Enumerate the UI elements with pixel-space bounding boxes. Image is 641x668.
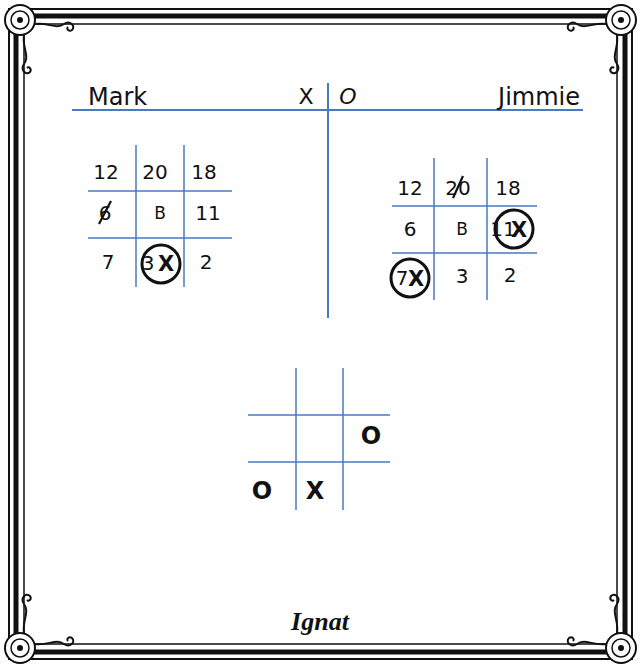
grid-number: 12 xyxy=(397,178,422,198)
board-line xyxy=(342,368,344,510)
grid-number: 7 xyxy=(102,252,115,272)
grid-number: 6 xyxy=(99,203,112,223)
ornament-scroll xyxy=(23,23,74,74)
grid-number: B xyxy=(456,221,468,238)
ornament-dot xyxy=(618,17,624,23)
grid-line xyxy=(88,190,232,192)
frame-outer xyxy=(9,9,632,659)
jimmie-grid xyxy=(392,158,537,300)
grid-number: 11 xyxy=(195,203,220,223)
ornament-ring xyxy=(5,5,35,35)
grid-number: 18 xyxy=(495,178,520,198)
claim-mark: X xyxy=(511,220,527,241)
ornament-ring xyxy=(11,11,29,29)
board-mark: O xyxy=(361,424,381,448)
corner-ornament xyxy=(5,595,73,663)
grid-number: B xyxy=(154,205,166,222)
board-mark: X xyxy=(306,479,325,503)
ornament-scroll xyxy=(568,23,619,74)
ornament-dot xyxy=(618,645,624,651)
player-mark: O xyxy=(339,86,356,108)
board-mark: O xyxy=(252,479,272,503)
grid-line xyxy=(88,237,232,239)
grid-number: 3 xyxy=(142,253,155,273)
ornament-ring xyxy=(606,633,636,663)
grid-line xyxy=(433,158,435,300)
board-line xyxy=(295,368,297,510)
grid-line xyxy=(392,252,537,254)
grid-number: 7 xyxy=(396,268,409,288)
board-line xyxy=(248,414,390,416)
claim-circle xyxy=(142,245,180,283)
ornament-ring xyxy=(612,639,630,657)
grid-number: 3 xyxy=(456,266,469,286)
grid-number: 18 xyxy=(191,162,216,182)
divider-line xyxy=(327,83,329,318)
grid-number: 2 xyxy=(504,265,517,285)
strike-slash xyxy=(99,201,111,224)
corner-ornament xyxy=(568,595,636,663)
main-board xyxy=(248,368,390,510)
ornament-ring xyxy=(5,633,35,663)
strike-marks xyxy=(99,176,533,297)
ornament-dot xyxy=(17,645,23,651)
ornament-ring xyxy=(606,5,636,35)
frame-thick xyxy=(16,16,625,652)
grid-number: 20 xyxy=(445,178,470,198)
grid-line xyxy=(486,158,488,300)
player-mark: X xyxy=(298,86,313,108)
ornament-scroll xyxy=(568,595,619,646)
claim-circle xyxy=(391,259,429,297)
ornament-scroll xyxy=(23,595,74,646)
mark-grid xyxy=(88,145,232,287)
ornament-ring xyxy=(11,639,29,657)
ornament-ring xyxy=(612,11,630,29)
player-name: Mark xyxy=(88,85,147,109)
grid-line xyxy=(135,145,137,287)
corner-ornament xyxy=(568,5,636,73)
grid-number: 20 xyxy=(142,162,167,182)
corner-ornaments xyxy=(5,5,636,663)
player-name: Jimmie xyxy=(498,85,580,109)
claim-mark: X xyxy=(158,254,174,275)
header-rules xyxy=(72,83,583,318)
frame xyxy=(9,9,632,659)
frame-inner xyxy=(24,24,617,644)
board-line xyxy=(248,461,390,463)
signature: Ignat xyxy=(291,609,349,635)
grid-line xyxy=(183,145,185,287)
grid-number: 12 xyxy=(93,162,118,182)
grid-line xyxy=(392,205,537,207)
claim-mark: X xyxy=(408,269,424,290)
grid-number: 6 xyxy=(404,219,417,239)
ornament-dot xyxy=(17,17,23,23)
corner-ornament xyxy=(5,5,73,73)
grid-number: 2 xyxy=(200,252,213,272)
